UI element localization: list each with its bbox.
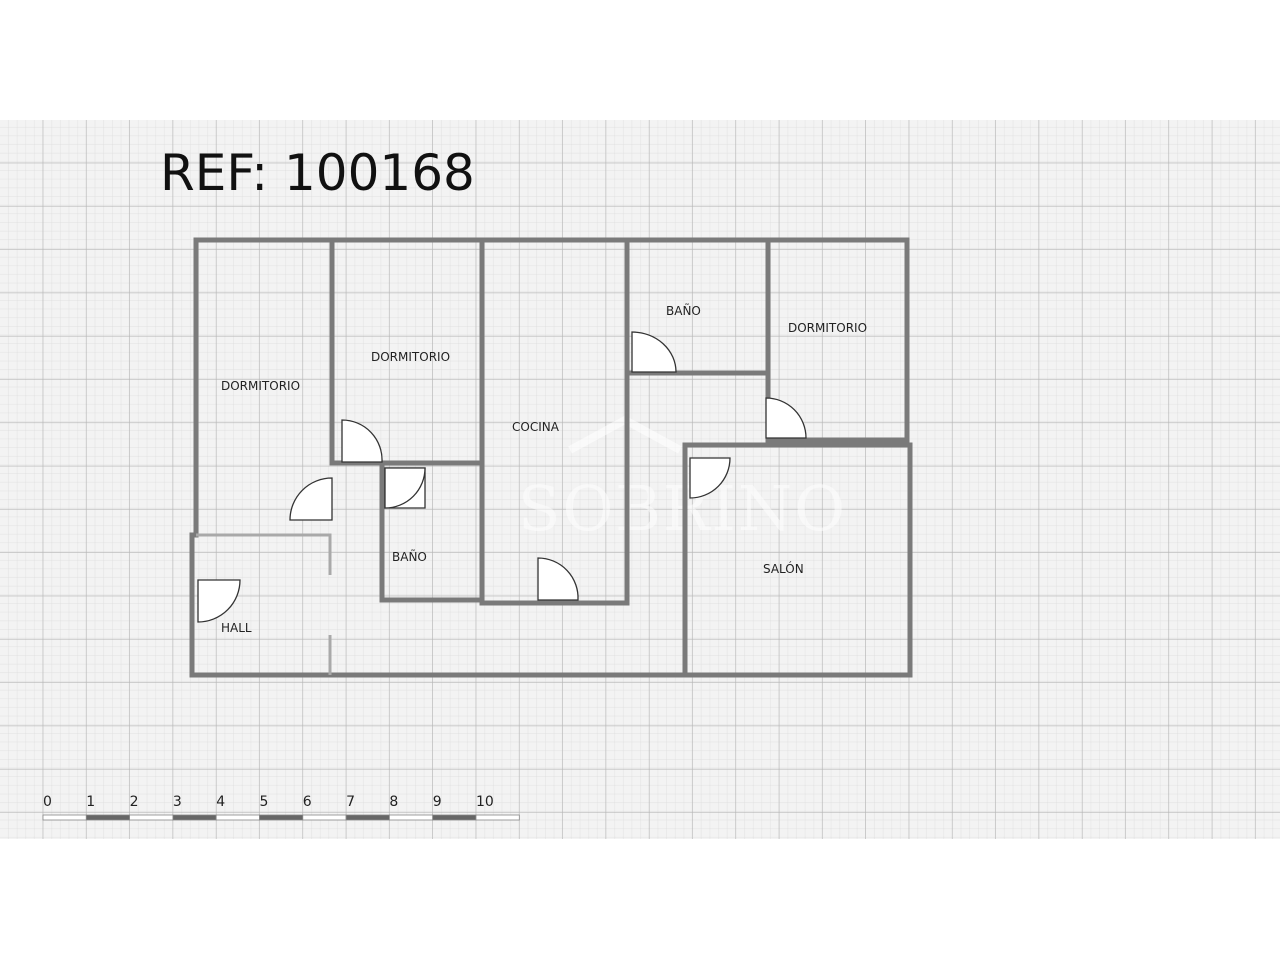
scale-label: 10 — [476, 794, 494, 810]
scale-segment — [259, 814, 304, 821]
door-icon — [384, 467, 426, 509]
watermark-logo: SOBRINO — [518, 415, 847, 545]
door-icon — [537, 557, 579, 601]
room-label-cocina: COCINA — [512, 420, 560, 434]
scale-segment — [215, 814, 260, 821]
scale-bar: 0 1 2 3 4 5 6 7 8 9 10 — [42, 794, 520, 821]
walls — [189, 237, 913, 678]
reference-title: REF: 100168 — [160, 144, 475, 202]
scale-label: 8 — [389, 794, 398, 810]
scale-label: 7 — [346, 794, 355, 810]
scale-label: 5 — [260, 794, 269, 810]
room-label-hall: HALL — [221, 621, 252, 635]
scale-segment — [345, 814, 390, 821]
scale-segment — [85, 814, 131, 821]
scale-label: 0 — [43, 794, 52, 810]
room-label-salon: SALÓN — [763, 561, 804, 576]
scale-segment — [475, 814, 520, 821]
scale-segment — [172, 814, 217, 821]
room-label-dormitorio: DORMITORIO — [221, 379, 300, 393]
room-label-dormitorio: DORMITORIO — [371, 350, 450, 364]
doors — [197, 331, 807, 623]
door-icon — [341, 419, 383, 463]
scale-segment — [432, 814, 477, 821]
scale-label: 1 — [86, 794, 95, 810]
room-label-bano: BAÑO — [392, 549, 427, 564]
door-icon — [289, 477, 333, 521]
scale-label: 2 — [130, 794, 139, 810]
scale-label: 9 — [433, 794, 442, 810]
scale-label: 6 — [303, 794, 312, 810]
door-icon — [689, 457, 731, 499]
door-icon — [765, 397, 807, 439]
scale-label: 3 — [173, 794, 182, 810]
room-label-dormitorio: DORMITORIO — [788, 321, 867, 335]
door-icon — [631, 331, 677, 373]
scale-segment — [302, 814, 347, 821]
scale-segment — [129, 814, 174, 821]
scale-segment — [42, 814, 87, 821]
room-label-bano: BAÑO — [666, 303, 701, 318]
door-icon — [197, 579, 241, 623]
scale-segment — [388, 814, 434, 821]
scale-label: 4 — [216, 794, 225, 810]
watermark-text: SOBRINO — [518, 472, 847, 545]
